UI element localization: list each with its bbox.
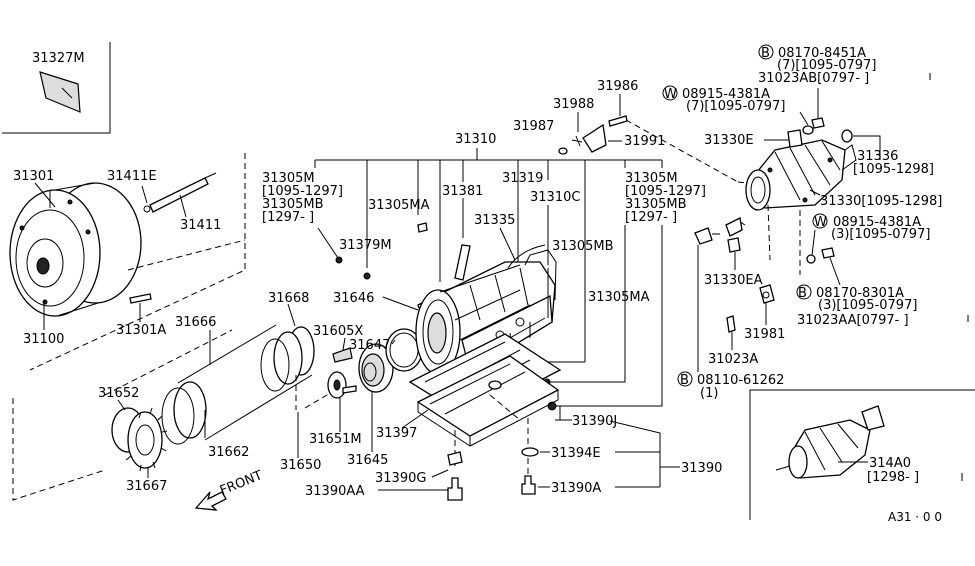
label-31390: 31390 (681, 461, 722, 476)
label-31650: 31650 (280, 458, 321, 473)
label-31023A: 31023A (708, 352, 758, 367)
extension-housing (745, 139, 857, 211)
circle-w-1: W (664, 87, 677, 102)
label-31301: 31301 (13, 169, 54, 184)
oil-pump-group (111, 324, 315, 472)
label-31305MB-c-date: [1297- ] (625, 210, 677, 225)
front-arrow: FRONT (194, 468, 265, 511)
label-08170-8301A: 08170-8301A (816, 286, 904, 301)
label-31390G: 31390G (375, 471, 426, 486)
label-31662: 31662 (208, 445, 249, 460)
label-31305MB-c: 31305MB (625, 197, 687, 212)
label-31336-date: [1095-1298] (853, 162, 934, 177)
shaft-31411 (143, 172, 217, 213)
label-08915-4381A-b-qty: (3)[1095-0797] (831, 227, 930, 242)
inset-31327M: 31327M (2, 42, 111, 134)
label-31991: 31991 (624, 134, 665, 149)
label-08915-4381A-a: 08915-4381A (682, 87, 770, 102)
label-31310C: 31310C (530, 190, 580, 205)
label-31394E: 31394E (551, 446, 601, 461)
label-31390A: 31390A (551, 481, 601, 496)
inset-314A0: 314A0 [1298- ] A31 · 0 0 (749, 389, 975, 524)
label-08170-8451A: 08170-8451A (778, 46, 866, 61)
label-31301A: 31301A (116, 323, 166, 338)
label-31305MA-a: 31305MA (368, 198, 430, 213)
label-31379M: 31379M (339, 238, 392, 253)
label-31305MB-a-date: [1297- ] (262, 210, 314, 225)
label-08915-4381A-a-qty: (7)[1095-0797] (686, 99, 785, 114)
label-31336: 31336 (857, 149, 898, 164)
label-31666: 31666 (175, 315, 216, 330)
label-31305MB-a: 31305MB (262, 197, 324, 212)
label-31305M-a: 31305M (262, 171, 315, 186)
label-314A0: 314A0 (869, 456, 911, 471)
label-31605X: 31605X (313, 324, 363, 339)
label-31319: 31319 (502, 171, 543, 186)
label-31390AA: 31390AA (305, 484, 365, 499)
circle-b-3: B (680, 373, 689, 388)
label-31986: 31986 (597, 79, 638, 94)
label-31305MA-b: 31305MA (588, 290, 650, 305)
circle-b-2: B (798, 286, 807, 301)
label-31330EA: 31330EA (704, 273, 763, 288)
label-31652: 31652 (98, 386, 139, 401)
label-08915-4381A-b: 08915-4381A (833, 215, 921, 230)
label-31305M-b: 31305M (625, 171, 678, 186)
label-08170-8301A-qty: (3)[1095-0797] (818, 298, 917, 313)
label-31330: 31330[1095-1298] (820, 194, 942, 209)
oil-pan-group (408, 333, 562, 447)
figure-code: A31 · 0 0 (888, 510, 942, 524)
circle-w-2: W (814, 215, 827, 230)
label-08170-8451A-qty: (7)[1095-0797] (777, 58, 876, 73)
label-31651M: 31651M (309, 432, 362, 447)
label-31305MB-b: 31305MB (552, 239, 614, 254)
label-31646: 31646 (333, 291, 374, 306)
label-08110-61262: 08110-61262 (697, 373, 784, 388)
label-31988: 31988 (553, 97, 594, 112)
label-31390J: 31390J (572, 414, 617, 429)
label-31411E: 31411E (107, 169, 157, 184)
front-label: FRONT (218, 468, 265, 499)
label-31645: 31645 (347, 453, 388, 468)
label-31023AB: 31023AB[0797- ] (758, 71, 869, 86)
label-31100: 31100 (23, 332, 64, 347)
label-31305M-b-date: [1095-1297] (625, 184, 706, 199)
label-31381: 31381 (442, 184, 483, 199)
label-314A0-date: [1298- ] (867, 470, 919, 485)
torque-converter (9, 182, 142, 330)
label-31667: 31667 (126, 479, 167, 494)
label-31330E: 31330E (704, 133, 754, 148)
label-31023AA: 31023AA[0797- ] (797, 313, 909, 328)
label-31647: 31647 (349, 338, 390, 353)
label-31987: 31987 (513, 119, 554, 134)
label-31305M-a-date: [1095-1297] (262, 184, 343, 199)
label-31411: 31411 (180, 218, 221, 233)
circle-b-1: B (761, 46, 770, 61)
label-31327M: 31327M (32, 51, 85, 66)
label-31981: 31981 (744, 327, 785, 342)
label-31335: 31335 (474, 213, 515, 228)
label-31397: 31397 (376, 426, 417, 441)
label-31668: 31668 (268, 291, 309, 306)
label-08110-61262-qty: (1) (700, 386, 718, 401)
label-31310: 31310 (455, 132, 496, 147)
